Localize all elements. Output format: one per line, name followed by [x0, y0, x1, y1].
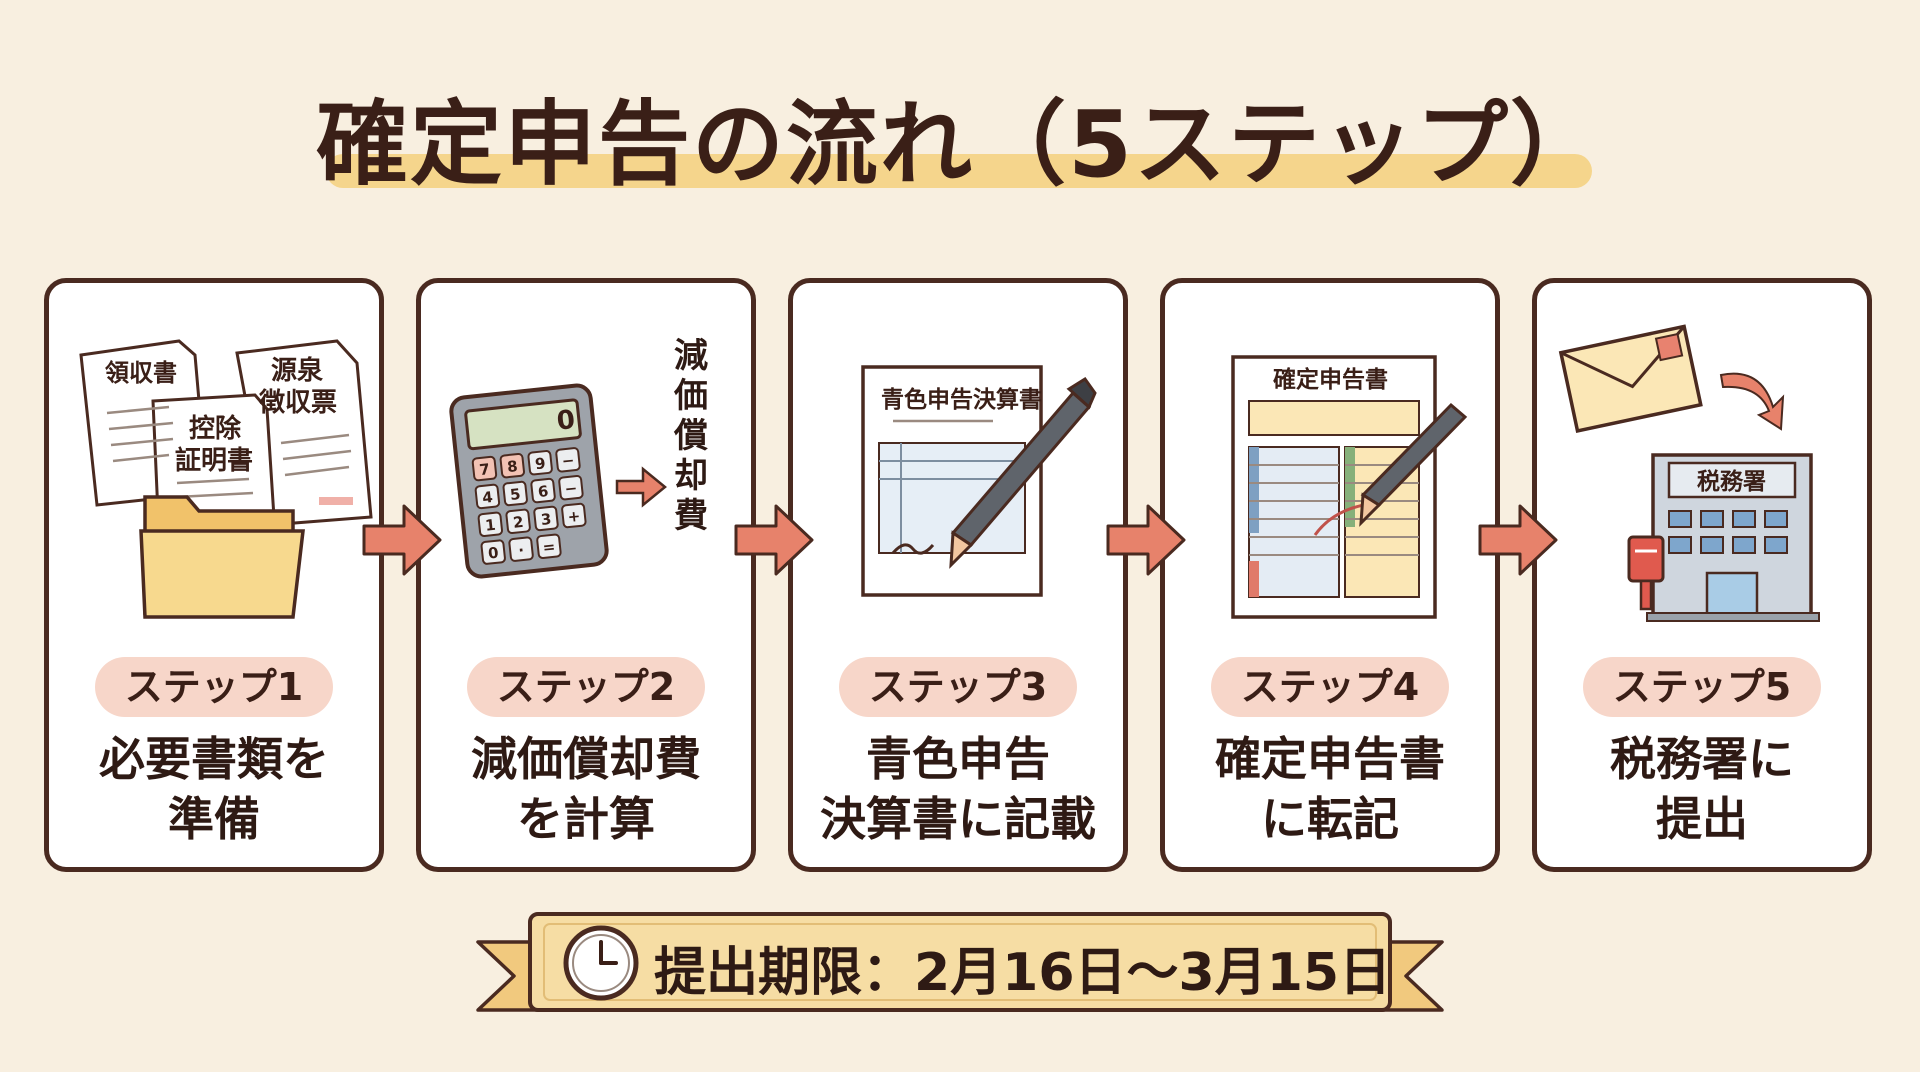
doc-deduction-label-2: 証明書 — [175, 445, 253, 476]
step-label-4-line1: 確定申告書 — [1215, 732, 1445, 786]
title-highlight — [326, 154, 1592, 188]
postbox-icon — [1627, 535, 1665, 611]
step-label-3-line1: 青色申告 — [866, 732, 1050, 786]
doc-withholding-label-1: 源泉 — [271, 355, 324, 386]
calc-key-label: 0 — [487, 544, 499, 563]
step-card-5: 税務署 ステップ5 税務署に 提出 — [1532, 278, 1872, 872]
step-badge-3: ステップ3 — [839, 657, 1077, 717]
doc-withholding-label-2: 徴収票 — [258, 388, 337, 418]
step-label-5: 税務署に 提出 — [1537, 729, 1867, 849]
step-label-1: 必要書類を 準備 — [49, 729, 379, 849]
calc-key — [561, 502, 587, 529]
calc-key-label: = — [542, 538, 556, 557]
calc-key-label: 9 — [534, 454, 546, 473]
step-label-4: 確定申告書 に転記 — [1165, 729, 1495, 849]
calc-key — [480, 539, 506, 565]
step-4-illustration: 確定申告書 — [1231, 355, 1468, 619]
calc-key — [558, 474, 584, 501]
calc-key-label: + — [567, 507, 581, 526]
tax-return-form-icon: 確定申告書 — [1231, 355, 1437, 619]
envelope-icon — [1558, 324, 1703, 434]
calc-key-label: 6 — [537, 482, 549, 501]
calc-key-label: 5 — [509, 485, 521, 504]
step-badge-2: ステップ2 — [467, 657, 705, 717]
document-stack-icon: 領収書 源泉 徴収票 控除 証明書 — [79, 339, 373, 619]
step-label-4-line2: に転記 — [1261, 792, 1399, 846]
vertical-label-char: 償 — [673, 416, 708, 456]
calc-key-label: − — [561, 451, 575, 470]
pen-icon — [1359, 402, 1468, 527]
folder-icon — [139, 495, 305, 619]
step-label-2: 減価償却費 を計算 — [421, 729, 751, 849]
calc-key — [499, 452, 525, 479]
calc-key-label: · — [517, 541, 525, 559]
calc-key-label: 2 — [512, 513, 524, 532]
step-badge-4: ステップ4 — [1211, 657, 1449, 717]
step-label-2-line1: 減価償却費 — [471, 732, 701, 786]
doc-deduction-label-1: 控除 — [189, 413, 242, 444]
step-badge-1: ステップ1 — [95, 657, 333, 717]
calc-key — [530, 477, 556, 504]
calc-key-label: 7 — [478, 460, 490, 479]
vertical-label-char: 費 — [674, 496, 708, 536]
step-label-3: 青色申告 決算書に記載 — [793, 729, 1123, 849]
calc-key — [536, 533, 562, 559]
calc-key — [471, 455, 498, 482]
depreciation-vertical-label: 減価償却費 — [673, 336, 708, 536]
vertical-label-char: 価 — [673, 376, 708, 416]
doc-receipt-label: 領収書 — [105, 359, 177, 387]
calc-key — [508, 536, 534, 562]
form-title-tax-return: 確定申告書 — [1273, 366, 1388, 393]
calc-key — [474, 483, 501, 510]
calc-key-label: 8 — [506, 457, 518, 476]
small-arrow-icon — [615, 466, 667, 508]
flow-arrow-4 — [1478, 504, 1558, 576]
step-label-1-line2: 準備 — [168, 792, 260, 846]
step-badge-5: ステップ5 — [1583, 657, 1821, 717]
step-label-1-line1: 必要書類を — [99, 732, 329, 786]
calc-key-label: − — [564, 479, 578, 498]
deadline-ribbon — [476, 912, 1444, 1012]
form-title-blue-return: 青色申告決算書 — [881, 386, 1042, 413]
flow-arrow-1 — [362, 504, 442, 576]
calc-display-value: 0 — [555, 405, 576, 437]
calc-key-label: 3 — [540, 510, 552, 529]
vertical-label-char: 却 — [674, 456, 708, 496]
deadline-text: 提出期限：2月16日〜3月15日 — [654, 943, 1392, 1003]
curved-arrow-icon — [1719, 372, 1785, 431]
calc-key — [505, 508, 531, 535]
step-label-5-line2: 提出 — [1656, 792, 1748, 846]
calc-key — [533, 505, 559, 532]
step-3-illustration: 青色申告決算書 — [861, 365, 1097, 597]
step-label-5-line1: 税務署に — [1610, 732, 1794, 786]
clock-icon — [563, 925, 639, 1001]
flow-arrow-3 — [1106, 504, 1186, 576]
page-title: 確定申告の流れ（5ステップ） — [315, 91, 1604, 198]
vertical-label-char: 減 — [674, 336, 708, 376]
calc-key — [527, 450, 553, 476]
building-icon: 税務署 — [1646, 453, 1820, 622]
calc-key — [555, 447, 581, 473]
step-label-2-line2: を計算 — [517, 792, 655, 846]
calc-key-label: 4 — [481, 488, 493, 507]
step-5-illustration: 税務署 — [1558, 324, 1820, 622]
title-area: 確定申告の流れ（5ステップ） — [0, 62, 1920, 202]
step-card-3: 青色申告決算書 ステップ3 青色申告 決算書に記載 — [788, 278, 1128, 872]
calc-key-label: 1 — [484, 516, 496, 535]
step-label-3-line2: 決算書に記載 — [820, 792, 1096, 846]
tax-office-sign: 税務署 — [1697, 468, 1766, 495]
calc-key — [477, 511, 504, 537]
calc-key — [502, 480, 528, 507]
pen-icon — [949, 376, 1097, 569]
step-card-1: 領収書 源泉 徴収票 控除 証明書 ステップ1 必要書類を 準備 — [44, 278, 384, 872]
flow-arrow-2 — [734, 504, 814, 576]
step-card-4: 確定申告書 ステップ4 確定申告書 に転記 — [1160, 278, 1500, 872]
